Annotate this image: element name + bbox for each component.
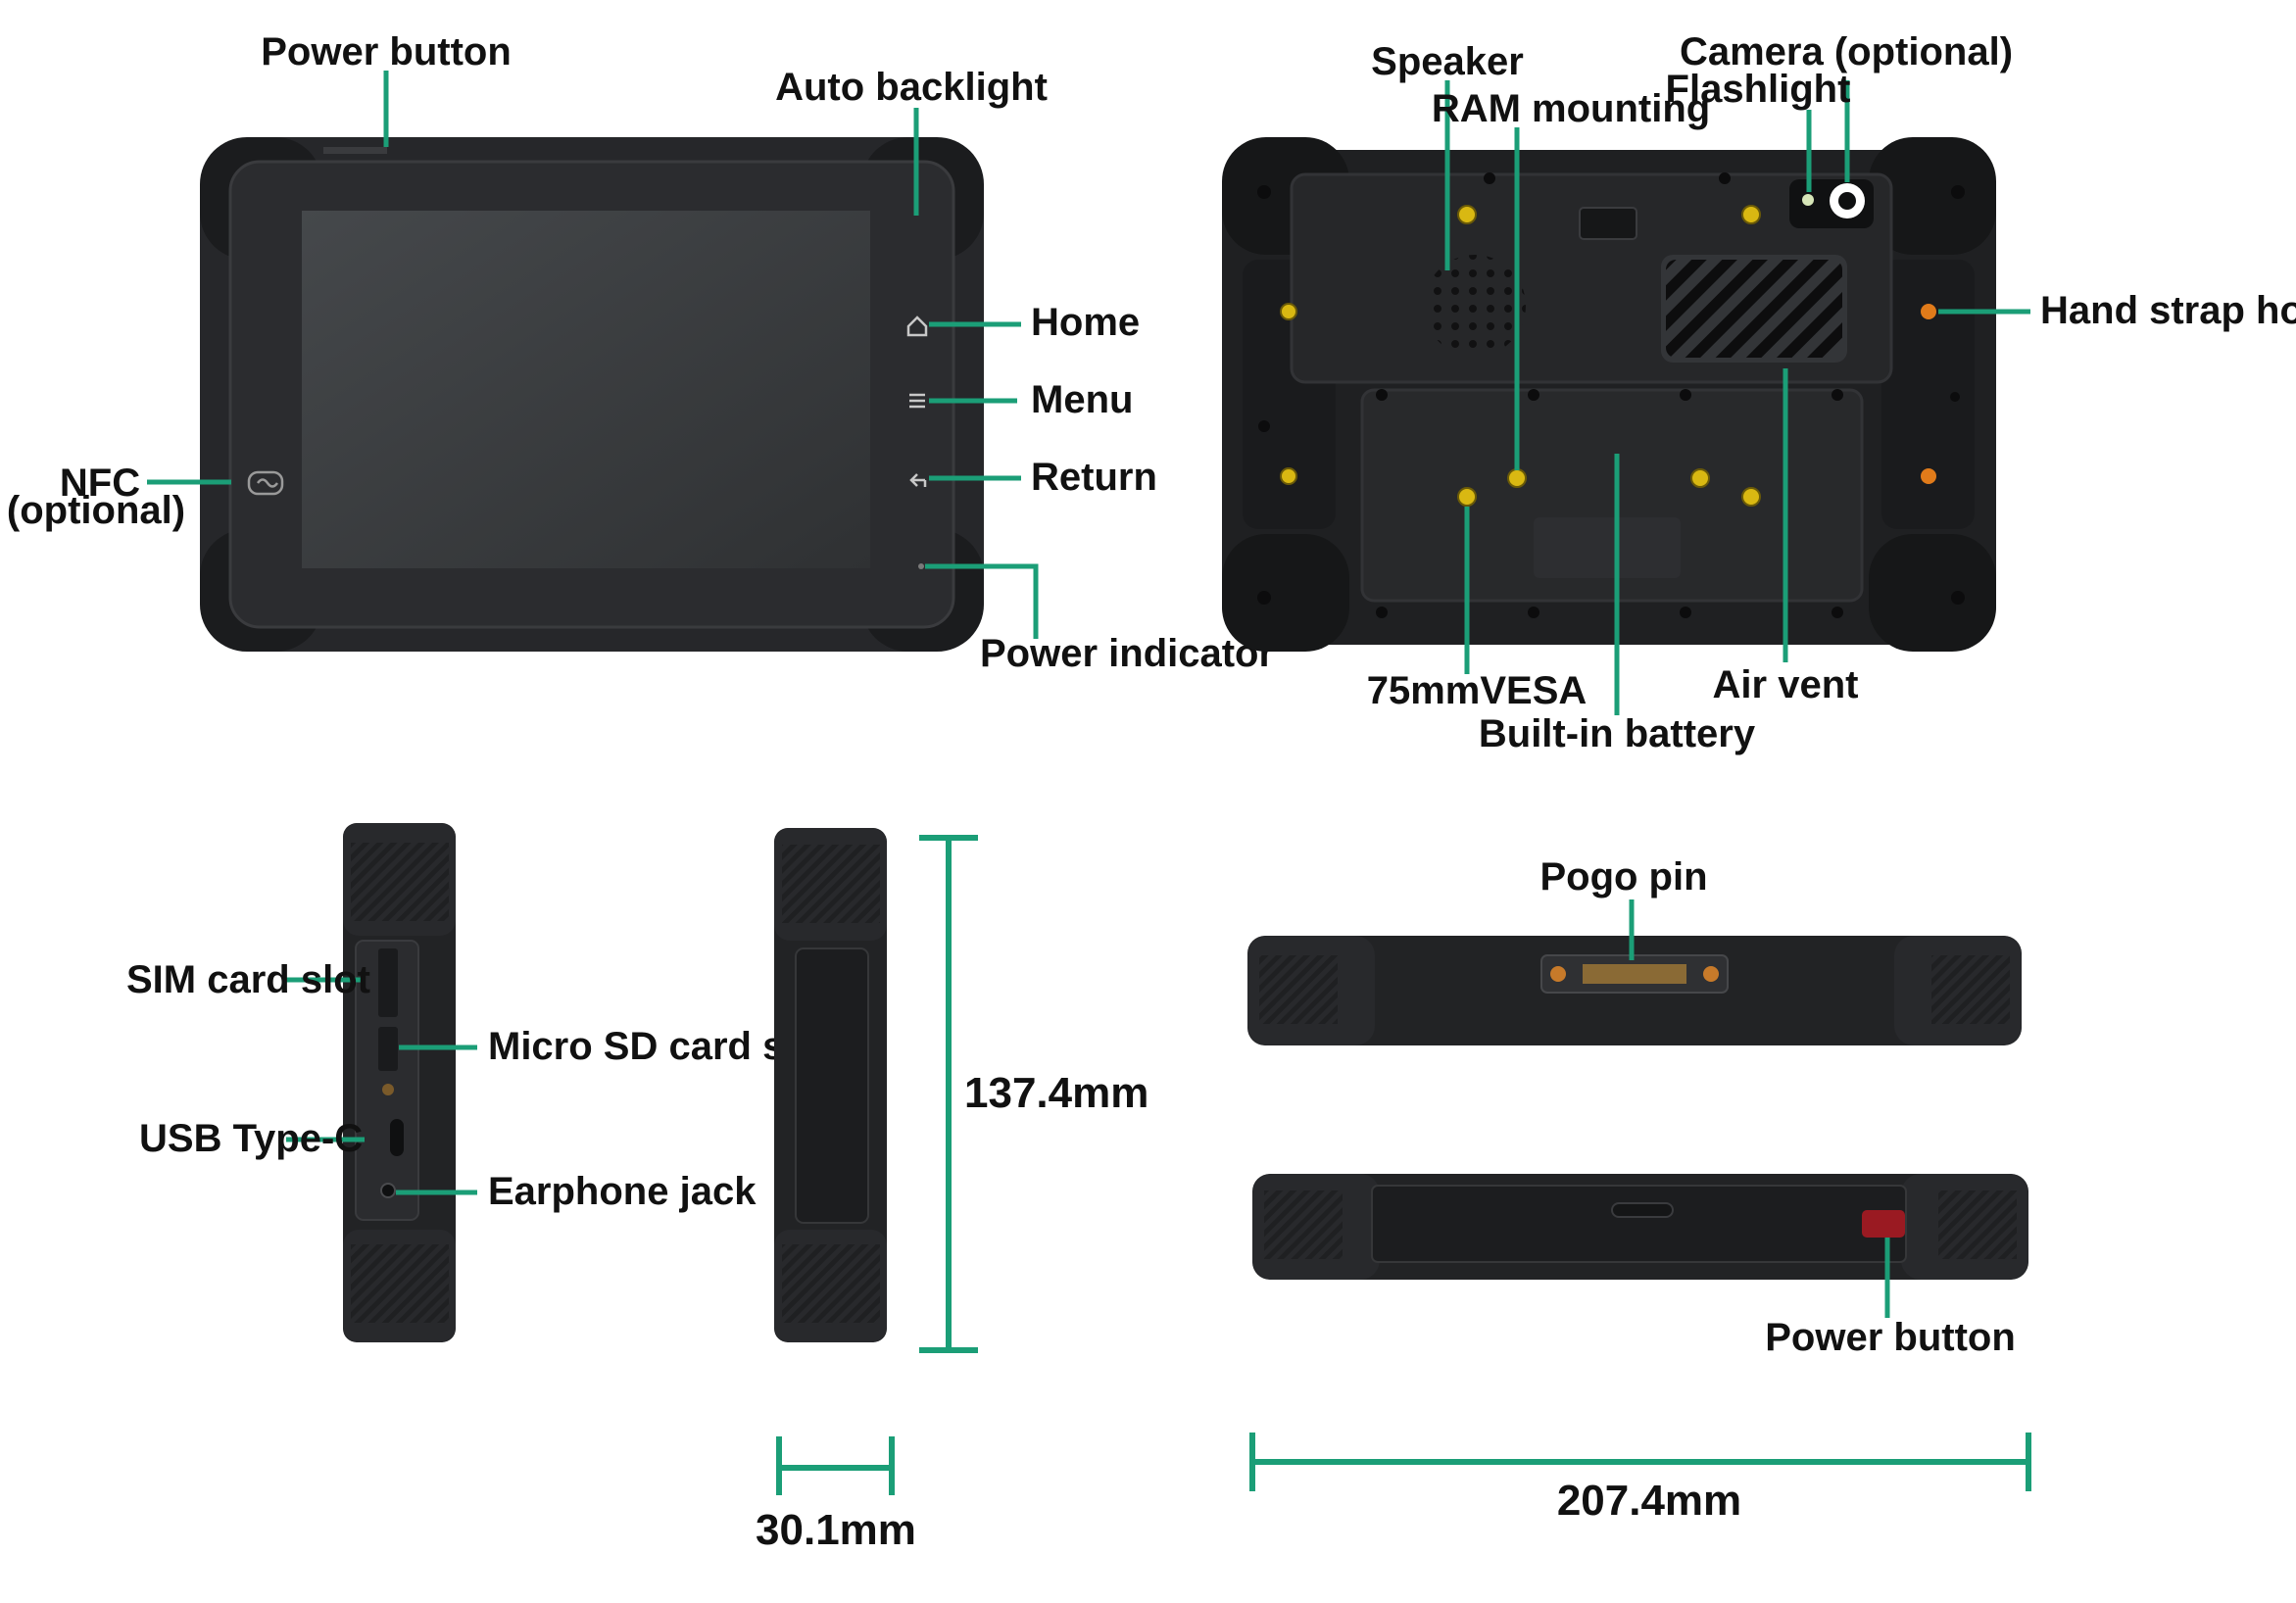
label-air-vent: Air vent [1713,663,1859,706]
ram-screw-3 [1507,468,1527,488]
label-pogo-pin: Pogo pin [1539,855,1707,899]
ram-screw-2 [1741,205,1761,224]
back-view [1222,137,1996,652]
label-speaker: Speaker [1371,40,1524,83]
side-view-ports [343,823,456,1342]
label-earphone-jack: Earphone jack [488,1170,757,1213]
top-inset [1371,1185,1907,1263]
side-screw [382,1084,394,1095]
label-sim-card-slot: SIM card slot [126,958,370,1001]
nfc-icon [247,470,284,496]
strap-hole-2 [1921,468,1936,484]
label-auto-backlight: Auto backlight [775,66,1048,109]
flashlight-icon [1802,194,1814,206]
power-button-red[interactable] [1862,1210,1905,1238]
height-dimension [919,835,978,1353]
label-vesa: 75mmVESA [1367,669,1588,712]
power-indicator-led [918,563,924,569]
label-built-in-battery: Built-in battery [1479,712,1756,755]
bottom-view-pogo [1247,936,2022,1045]
earphone-jack-port [380,1183,396,1198]
label-camera: Camera (optional) [1680,30,2013,73]
side-screw-2 [1280,467,1297,485]
top-power-key [323,147,387,154]
bottom1-knurl-right [1931,955,2010,1024]
speaker-grille [1424,255,1526,357]
back-black-screws [1257,172,1965,618]
bottom2-knurl-left [1264,1190,1343,1259]
label-flashlight: Flashlight [1666,68,1851,111]
air-vent-slats [1666,260,1842,358]
label-thickness: 30.1mm [756,1506,916,1554]
vesa-screw-1 [1457,487,1477,507]
label-return: Return [1031,456,1157,499]
label-side-power-button: Power button [1765,1316,2016,1359]
back-bumper-bl [1222,534,1349,652]
back-latch [1579,207,1637,240]
back-callouts [1444,80,2030,715]
label-ram-mounting: RAM mounting [1432,87,1710,130]
side2-inset [795,947,869,1224]
back-bumper-tr [1869,137,1996,255]
label-usb-type-c: USB Type-C [139,1117,363,1160]
label-nfc-optional: (optional) [7,489,185,532]
pogo-pin-contacts [1583,964,1686,984]
back-bumper-br [1869,534,1996,652]
vesa-screw-2 [1741,487,1761,507]
top-slot [1611,1202,1674,1218]
pogo-pin-guide-right [1703,966,1719,982]
pogo-pin-guide-left [1550,966,1566,982]
label-plate [1534,517,1681,578]
back-panel-lower [1360,388,1864,603]
thickness-dimension [776,1436,895,1495]
label-menu: Menu [1031,378,1133,421]
label-nfc: NFC [60,461,140,505]
usb-c-port [390,1119,404,1156]
side2-knurl-bottom [782,1244,880,1323]
label-height: 137.4mm [964,1069,1148,1117]
label-power-indicator: Power indicator [980,632,1274,675]
back-side-rail-right [1881,260,1975,529]
camera-lens [1838,192,1856,210]
bottom1-knurl-left [1259,955,1338,1024]
label-width: 207.4mm [1557,1477,1741,1525]
side2-knurl-top [782,845,880,923]
side-knurl-bottom [351,1244,449,1323]
width-dimension [1249,1433,2031,1491]
bottom2-knurl-right [1938,1190,2017,1259]
menu-icon[interactable] [909,393,925,409]
side-screw-1 [1280,303,1297,320]
strap-hole-1 [1921,304,1936,319]
sim-slot [378,948,398,1017]
label-hand-strap-hole: Hand strap hole [2040,289,2296,332]
label-front-power-button: Power button [261,30,512,73]
ram-screw-4 [1690,468,1710,488]
side-knurl-top [351,843,449,921]
home-icon[interactable] [906,316,928,337]
side-view-plain [774,828,887,1342]
front-view [200,137,984,652]
label-home: Home [1031,301,1140,344]
return-icon[interactable] [909,473,927,487]
side-callouts [286,977,477,1195]
front-callouts [147,71,1039,639]
top-view-power [1252,1174,2028,1280]
sd-slot [378,1027,398,1071]
ram-screw-1 [1457,205,1477,224]
front-screen [302,211,870,568]
